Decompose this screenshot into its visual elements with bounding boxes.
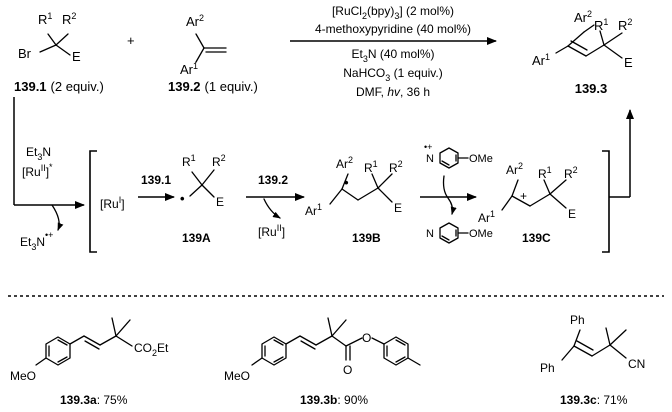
r2-label: R2 [564, 165, 578, 181]
meo-label: MeO [224, 369, 250, 383]
product-label: 139.3 [575, 81, 608, 96]
ar1-label: Ar1 [532, 52, 550, 68]
ar1-label: Ar1 [305, 202, 322, 218]
e-label: E [72, 49, 81, 64]
additive-text: 4-methoxypyridine (40 mol%) [315, 22, 471, 36]
et3n-cation-label: Et3N•+ [20, 230, 53, 252]
radical-dot: • [344, 175, 349, 190]
e-label: E [624, 55, 633, 70]
intermediate-b-label: 139B [352, 231, 381, 245]
e-label: E [568, 207, 576, 221]
pyridinium-charge: •+ [424, 142, 432, 152]
base-text: Et3N (40 mol%) [351, 47, 434, 64]
intermediate-a-label: 139A [182, 231, 211, 245]
r2-label: R2 [618, 17, 632, 33]
right-bracket [602, 150, 610, 253]
ester-o: O [362, 331, 371, 345]
pyridinium-n: N [426, 153, 434, 165]
reagent-139-1: R1 R2 Br E 139.1(2 equiv.) [14, 11, 104, 94]
radical-dot: • [180, 191, 185, 206]
ph1-label: Ph [570, 313, 585, 327]
pyridine-ome: OMe [469, 228, 493, 240]
electron-transfer-arrow [442, 175, 457, 215]
quench-curved-arrow [51, 204, 64, 231]
ru2-out-label: [RuII] [258, 223, 285, 239]
reaction-conditions: [RuCl2(bpy)3] (2 mol%) 4-methoxypyridine… [315, 4, 471, 99]
example-139-3b: MeO O O 139.3b: 90% [224, 317, 421, 407]
intermediate-139B: Ar2 Ar1 • R1 R2 E 139B [305, 155, 403, 245]
oxidative-quench: Et3N [RuII]* Et3N•+ [20, 145, 64, 252]
r1-label: R1 [182, 153, 196, 169]
ar2-label: Ar2 [574, 9, 592, 25]
ester-label: CO2Et [134, 341, 169, 358]
solvent-text: DMF, hv, 36 h [356, 85, 430, 99]
step1-reagent: 139.1 [141, 173, 171, 187]
intermediate-c-label: 139C [522, 231, 551, 245]
reagent2-caption: 139.2(1 equiv.) [168, 79, 258, 94]
example-b-caption: 139.3b: 90% [300, 393, 368, 407]
ar1-label: Ar1 [478, 209, 495, 225]
example-139-3a: MeO CO2Et 139.3a: 75% [10, 317, 169, 407]
ar2-label: Ar2 [186, 13, 204, 29]
catalyst-text: [RuCl2(bpy)3] (2 mol%) [332, 4, 454, 21]
example-a-caption: 139.3a: 75% [60, 393, 128, 407]
et3n-label: Et3N [26, 145, 51, 162]
ar1-label: Ar1 [180, 61, 198, 77]
ru2-release-arrow [263, 198, 281, 219]
example-139-3c: Ph Ph CN 139.3c: 71% [540, 313, 645, 407]
pyridine: N OMe [426, 222, 493, 244]
r2-label: R2 [212, 153, 226, 169]
r1-label: R1 [594, 17, 608, 33]
reagent1-caption: 139.1(2 equiv.) [14, 79, 104, 94]
r2-label: R2 [389, 159, 403, 175]
pyridinium-ome: OMe [469, 153, 493, 165]
intermediate-139C: Ar2 Ar1 + R1 R2 E 139C [478, 161, 578, 245]
r1-label: R1 [364, 159, 378, 175]
ru1-label: [RuI] [100, 195, 125, 211]
e-label: E [216, 195, 224, 209]
ar2-label: Ar2 [506, 161, 523, 177]
salt-text: NaHCO3 (1 equiv.) [343, 66, 443, 83]
ph2-label: Ph [540, 361, 555, 375]
example-c-caption: 139.3c: 71% [560, 393, 628, 407]
intermediate-139A: R1 R2 • E 139A [180, 153, 226, 245]
pyridine-n: N [426, 228, 434, 240]
carbonyl-o: O [343, 363, 352, 377]
left-bracket [89, 150, 97, 253]
cn-label: CN [628, 357, 645, 371]
r2-label: R2 [62, 11, 76, 27]
product-139-3: Ar2 Ar1 R1 R2 E 139.3 [532, 9, 633, 96]
plus-sign: + [127, 33, 135, 48]
br-label: Br [18, 46, 32, 61]
ar2-label: Ar2 [336, 155, 353, 171]
meo-label: MeO [10, 369, 36, 383]
r1-label: R1 [538, 165, 552, 181]
ru2-star-label: [RuII]* [22, 162, 53, 179]
step2-reagent: 139.2 [258, 173, 288, 187]
pyridinium-radical-cation: N •+ OMe [424, 142, 493, 169]
e-label: E [394, 201, 402, 215]
reagent-139-2: Ar2 Ar1 139.2(1 equiv.) [168, 13, 258, 94]
r1-label: R1 [38, 11, 52, 27]
cation-plus: + [520, 189, 527, 203]
